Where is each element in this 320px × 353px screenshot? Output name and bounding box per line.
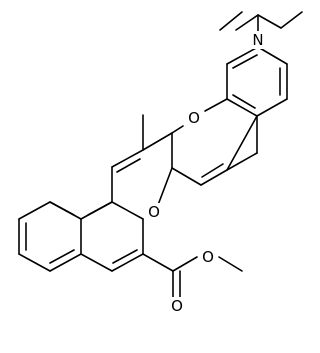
pyran-oxygen-label: O bbox=[148, 203, 160, 221]
chromene-oxygen-label: O bbox=[188, 109, 200, 127]
bond bbox=[87, 201, 113, 216]
bond bbox=[18, 253, 51, 272]
bond bbox=[49, 201, 75, 216]
bond bbox=[80, 253, 113, 272]
label-mask bbox=[145, 203, 163, 221]
label-mask bbox=[168, 297, 186, 315]
bond bbox=[157, 167, 173, 206]
bond bbox=[116, 158, 141, 173]
bond bbox=[171, 167, 202, 186]
bond bbox=[226, 46, 259, 65]
bond bbox=[112, 249, 138, 264]
chromene-pyran-ring bbox=[171, 98, 258, 186]
bond bbox=[172, 256, 198, 272]
bond bbox=[201, 163, 224, 178]
bond bbox=[49, 253, 82, 272]
bond bbox=[256, 98, 288, 117]
bond bbox=[111, 253, 144, 272]
bond bbox=[232, 94, 256, 109]
bond bbox=[226, 115, 258, 171]
label-mask bbox=[249, 31, 267, 49]
label-mask bbox=[185, 109, 203, 127]
bond bbox=[142, 253, 174, 272]
bond bbox=[111, 201, 144, 220]
chromene-benzene-ring bbox=[226, 46, 288, 117]
bond bbox=[232, 54, 258, 69]
bond bbox=[226, 152, 258, 171]
naphthalene-ring-right bbox=[80, 201, 144, 272]
bond bbox=[171, 125, 184, 134]
bond bbox=[18, 201, 51, 220]
bond bbox=[200, 169, 228, 186]
bond bbox=[226, 98, 258, 117]
bond bbox=[218, 256, 243, 272]
bond bbox=[49, 249, 75, 264]
bond bbox=[280, 11, 303, 29]
carbonyl-oxygen-label: O bbox=[171, 297, 183, 315]
bond bbox=[235, 14, 259, 31]
ester-oxygen-label: O bbox=[202, 248, 214, 266]
methyl-ester-group bbox=[142, 253, 243, 298]
naphthopyran-pyran-ring bbox=[111, 114, 173, 220]
bond bbox=[142, 132, 173, 151]
bond bbox=[204, 98, 228, 112]
atom-labels: N O O O O bbox=[145, 31, 267, 315]
naphthalene-ring-left bbox=[18, 201, 113, 272]
nitrogen-atom-label: N bbox=[252, 31, 263, 49]
label-mask bbox=[199, 248, 217, 266]
bond bbox=[219, 11, 243, 31]
bond bbox=[257, 46, 288, 65]
bond bbox=[257, 14, 282, 29]
bond bbox=[111, 149, 144, 168]
